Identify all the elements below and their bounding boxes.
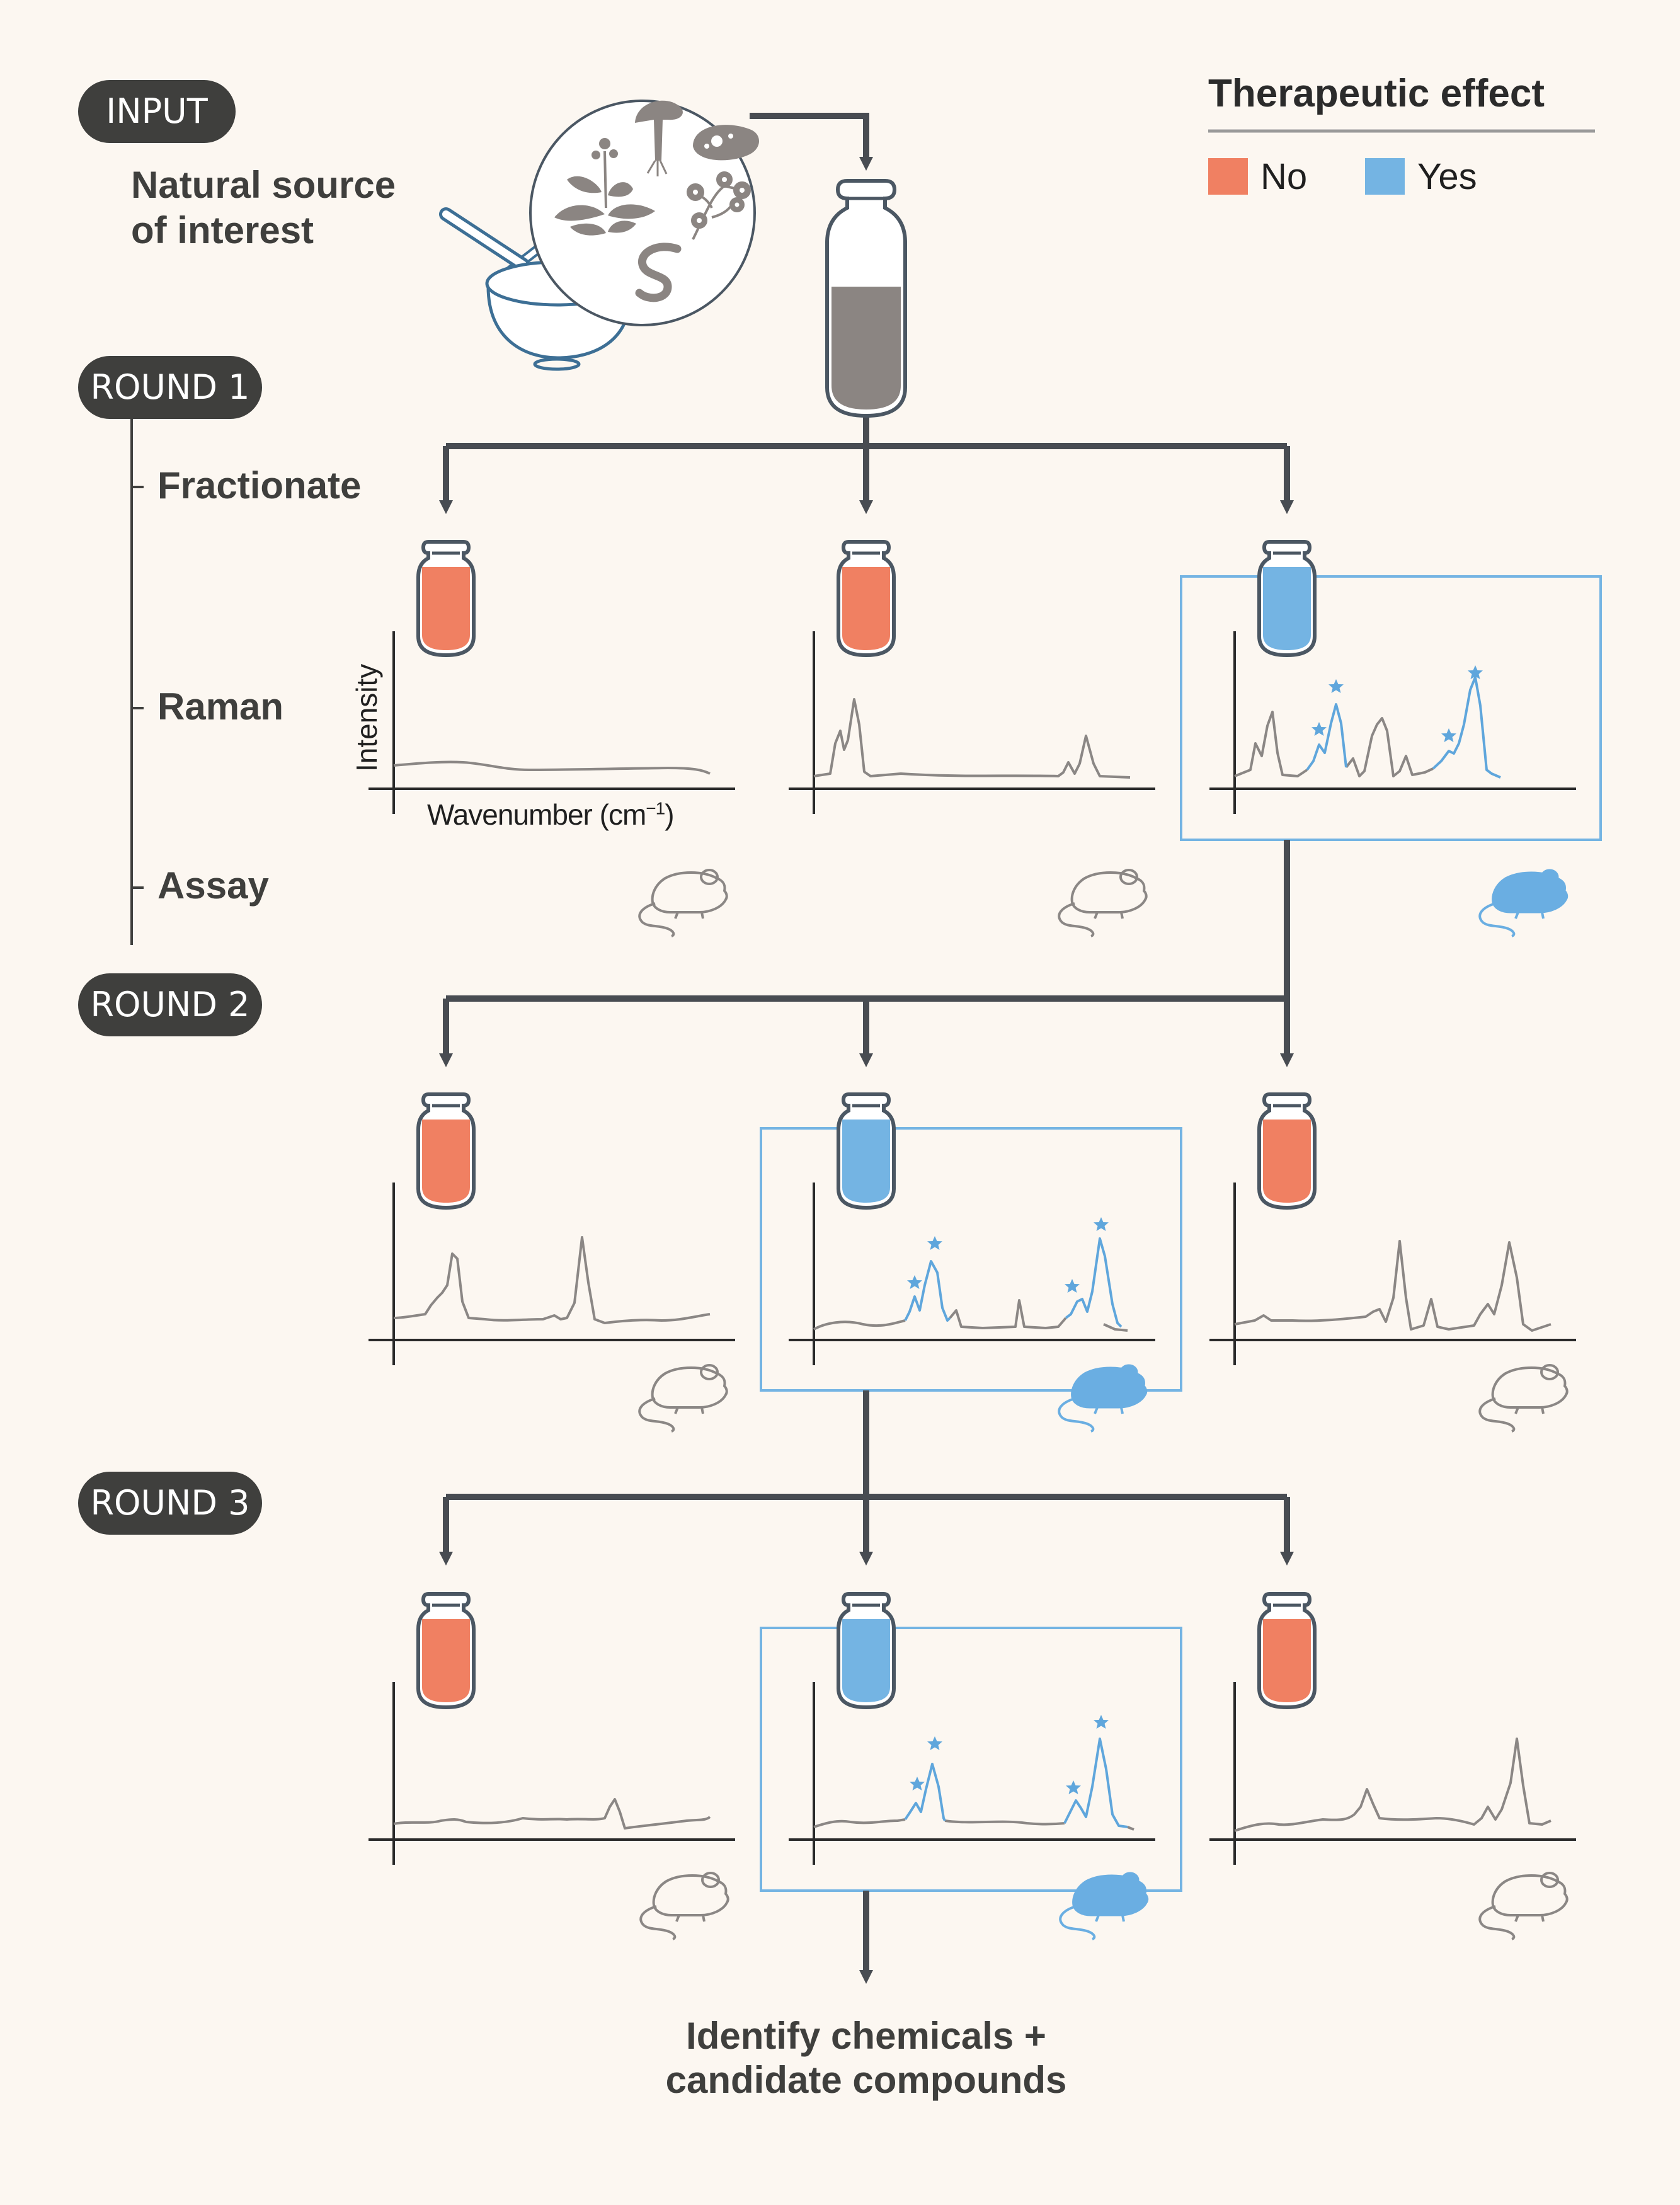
worm-icon bbox=[635, 243, 682, 302]
mouse-icon bbox=[639, 1872, 729, 1940]
output-label: Identify chemicals + candidate compounds bbox=[614, 2014, 1118, 2102]
mouse-icon bbox=[638, 1364, 728, 1433]
spectrum-axes bbox=[369, 631, 1576, 1865]
axis-xlabel-end: ) bbox=[665, 798, 674, 831]
star-icon bbox=[1329, 679, 1344, 693]
vial-icon bbox=[418, 1094, 474, 1208]
stage-pill-input: INPUT bbox=[78, 80, 236, 143]
legend-yes-swatch bbox=[1365, 158, 1405, 195]
selected-fraction-box-round1 bbox=[1180, 575, 1602, 841]
input-source-line2: of interest bbox=[131, 209, 314, 251]
star-icon bbox=[1066, 1780, 1081, 1794]
selection-boxes bbox=[760, 575, 1602, 1892]
mouse-icon bbox=[1478, 1872, 1569, 1940]
spectrum-r3-f2-peaks bbox=[904, 1738, 1128, 1828]
peak-stars bbox=[907, 665, 1483, 1794]
natural-source-illustration bbox=[529, 100, 759, 326]
spectrum-traces bbox=[393, 676, 1551, 1832]
mushroom-icon bbox=[635, 100, 683, 176]
flow-arrows bbox=[438, 113, 1294, 1984]
spectrum-r1-f3-peaks bbox=[1306, 676, 1501, 779]
spectrum-r2-f2-baseline bbox=[813, 1299, 1128, 1332]
legend-no-label: No bbox=[1260, 156, 1308, 197]
mouse-icon bbox=[1059, 1872, 1149, 1940]
star-icon bbox=[1441, 728, 1456, 742]
assay-mice bbox=[638, 869, 1569, 1940]
mouse-icon bbox=[1058, 869, 1148, 937]
vial-icon bbox=[1259, 542, 1315, 655]
star-icon bbox=[1311, 722, 1327, 736]
mouse-icon bbox=[1478, 869, 1569, 937]
mouse-icon bbox=[1478, 1364, 1569, 1433]
axis-ylabel: Intensity bbox=[350, 663, 383, 772]
spectrum-r2-f3 bbox=[1234, 1240, 1551, 1332]
plant-icon bbox=[554, 138, 655, 236]
vial-icon bbox=[838, 542, 894, 655]
star-icon bbox=[1094, 1217, 1109, 1231]
axis-xlabel: Wavenumber (cm−1) bbox=[427, 798, 675, 832]
selected-fraction-box-round2 bbox=[760, 1127, 1182, 1392]
star-icon bbox=[927, 1736, 942, 1750]
star-icon bbox=[1094, 1715, 1109, 1729]
selected-fraction-box-round3 bbox=[760, 1627, 1182, 1892]
stage-pill-round1: ROUND 1 bbox=[78, 356, 262, 419]
star-icon bbox=[1065, 1279, 1080, 1293]
output-line1: Identify chemicals + bbox=[686, 2015, 1046, 2057]
vial-icon bbox=[418, 542, 474, 655]
spectrum-r2-f2-peaks bbox=[904, 1237, 1123, 1328]
input-source-label: Natural source of interest bbox=[131, 163, 396, 253]
stage-pill-round2: ROUND 2 bbox=[78, 973, 262, 1036]
vial-icon bbox=[838, 1594, 894, 1707]
spectrum-r2-f1 bbox=[393, 1236, 711, 1324]
fungal-spores-icon bbox=[686, 171, 751, 240]
input-source-line1: Natural source bbox=[131, 164, 396, 206]
spectrum-r3-f2-baseline bbox=[813, 1818, 1134, 1831]
output-line2: candidate compounds bbox=[665, 2059, 1067, 2101]
stage-pill-round3: ROUND 3 bbox=[78, 1472, 262, 1535]
vial-icon bbox=[1259, 1094, 1315, 1208]
spectrum-r1-f2 bbox=[813, 698, 1131, 779]
mouse-icon bbox=[638, 869, 728, 937]
star-icon bbox=[927, 1236, 942, 1250]
axis-xlabel-sup: −1 bbox=[646, 798, 665, 818]
protozoa-icon bbox=[693, 125, 759, 161]
spectrum-r1-f1 bbox=[393, 760, 711, 775]
vial-icon bbox=[418, 1594, 474, 1707]
spectrum-r3-f3 bbox=[1234, 1738, 1551, 1832]
axis-xlabel-text: Wavenumber (cm bbox=[427, 798, 646, 831]
mouse-icon bbox=[1058, 1364, 1148, 1433]
star-icon bbox=[910, 1777, 925, 1790]
legend-no-swatch bbox=[1208, 158, 1248, 195]
step-raman: Raman bbox=[157, 685, 284, 728]
round1-timeline bbox=[130, 416, 144, 945]
vial-icon bbox=[838, 1094, 894, 1208]
spectrum-r1-f3-baseline bbox=[1234, 711, 1434, 777]
legend-yes-label: Yes bbox=[1417, 156, 1477, 197]
star-icon bbox=[907, 1275, 922, 1289]
step-assay: Assay bbox=[157, 864, 269, 907]
input-vial-icon bbox=[825, 179, 907, 418]
legend-title: Therapeutic effect bbox=[1208, 72, 1545, 115]
vial-icon bbox=[1259, 1594, 1315, 1707]
legend-graphics bbox=[1208, 129, 1595, 195]
step-fractionate: Fractionate bbox=[157, 464, 362, 507]
spectrum-r3-f1 bbox=[393, 1798, 711, 1830]
